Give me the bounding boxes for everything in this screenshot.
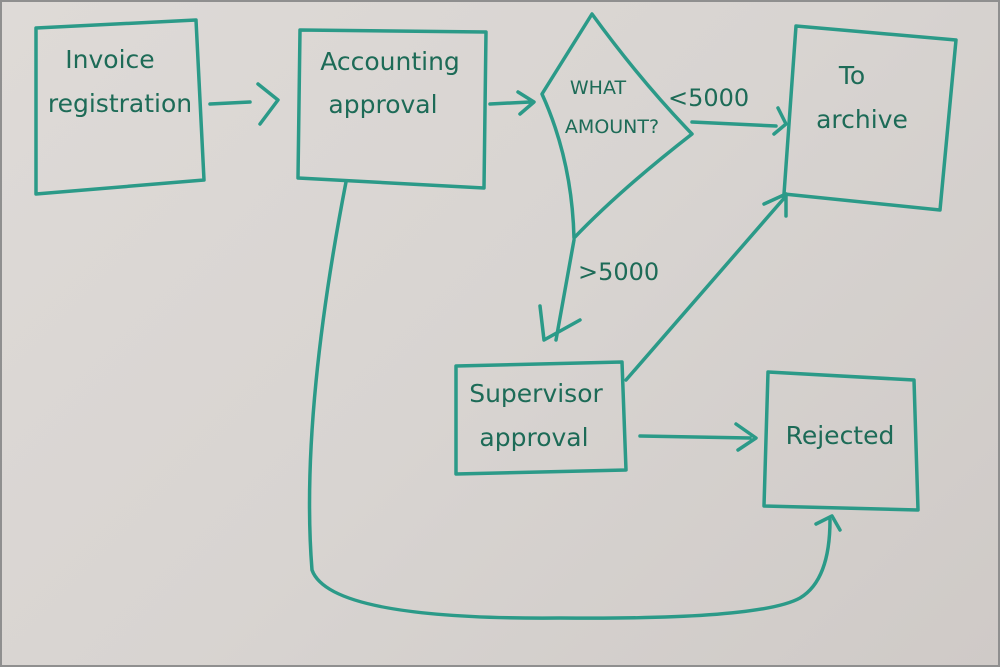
arrow-supervisor-to-archive bbox=[624, 192, 788, 382]
svg-text:registration: registration bbox=[48, 89, 192, 118]
edge-label-greater: >5000 bbox=[578, 258, 659, 286]
arrow-accounting-to-decision bbox=[488, 90, 536, 116]
node-label: AMOUNT? bbox=[565, 116, 659, 138]
node-accounting-approval: Accounting approval bbox=[296, 28, 488, 190]
node-label: Supervisor bbox=[469, 379, 603, 408]
node-label: approval bbox=[479, 423, 588, 452]
svg-text:approval: approval bbox=[479, 423, 588, 452]
arrow-greater-than-5000: >5000 bbox=[538, 238, 659, 342]
node-label: archive bbox=[816, 105, 908, 134]
arrow-less-than-5000: <5000 bbox=[668, 84, 788, 136]
svg-text:approval: approval bbox=[328, 90, 437, 119]
node-label: Accounting bbox=[320, 47, 460, 76]
svg-text:Invoice: Invoice bbox=[65, 45, 154, 74]
svg-text:To: To bbox=[838, 61, 865, 90]
svg-text:Accounting: Accounting bbox=[320, 47, 460, 76]
arrow-supervisor-to-rejected bbox=[638, 422, 758, 452]
node-decision-what-amount: WHAT AMOUNT? bbox=[540, 12, 694, 240]
svg-text:WHAT: WHAT bbox=[570, 77, 627, 99]
svg-text:Supervisor: Supervisor bbox=[469, 379, 603, 408]
node-label: approval bbox=[328, 90, 437, 119]
node-to-archive: To archive bbox=[782, 24, 958, 212]
node-label: WHAT bbox=[570, 77, 627, 99]
node-label: Rejected bbox=[786, 421, 895, 450]
node-supervisor-approval: Supervisor approval bbox=[454, 360, 628, 476]
node-label: To bbox=[838, 61, 865, 90]
node-label: registration bbox=[48, 89, 192, 118]
svg-text:archive: archive bbox=[816, 105, 908, 134]
node-invoice-registration: Invoice registration bbox=[34, 18, 206, 196]
arrow-invoice-to-accounting bbox=[208, 82, 280, 126]
node-label: Invoice bbox=[65, 45, 154, 74]
edge-label-less: <5000 bbox=[668, 84, 749, 112]
svg-text:Rejected: Rejected bbox=[786, 421, 895, 450]
svg-text:AMOUNT?: AMOUNT? bbox=[565, 116, 659, 138]
arrow-accounting-to-rejected bbox=[307, 180, 842, 620]
node-rejected: Rejected bbox=[762, 370, 920, 512]
